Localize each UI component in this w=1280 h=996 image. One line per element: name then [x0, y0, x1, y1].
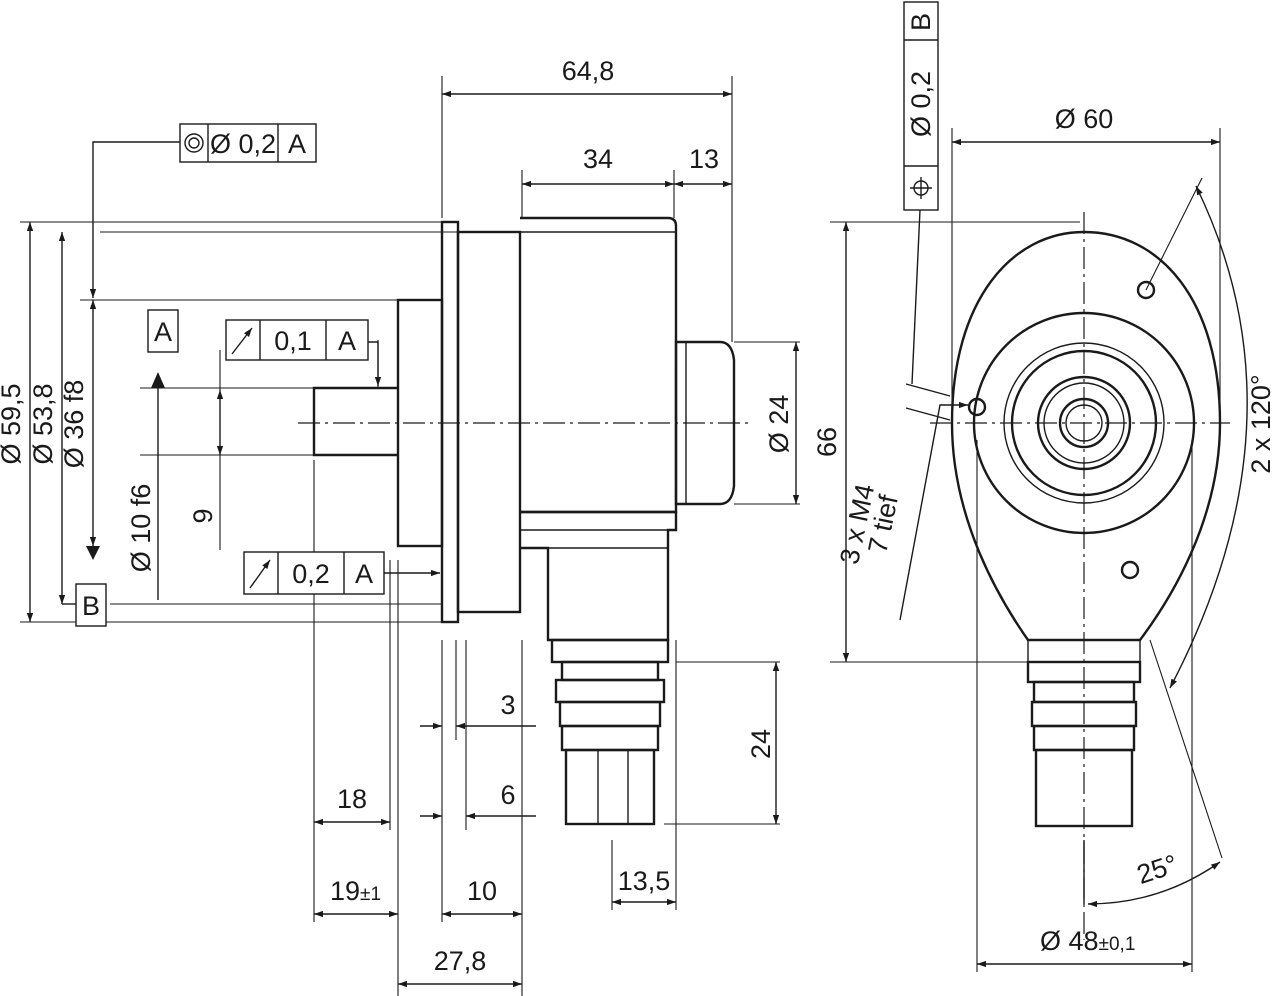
- front-bore-ring-circle: [1043, 382, 1125, 464]
- dim-shaft-length-tol: 19±1: [330, 876, 381, 906]
- datum-b-triangle: [86, 546, 100, 560]
- bolt-hole-icon: [1120, 560, 1140, 580]
- tolerance-frame-runout-face: 0,2 A: [243, 551, 385, 595]
- front-spigot-circle: [1003, 342, 1165, 504]
- dim-angle-pitch: 2 x 120°: [1246, 374, 1276, 473]
- dim-body-diameter: Ø 53,8: [28, 383, 58, 464]
- connector-housing-outline: [520, 510, 678, 642]
- front-shaft-circle: [1058, 397, 1110, 449]
- side-dimension-texts: 64,8 34 13 Ø 59,5 Ø 53,8 Ø 36 f8 Ø 10 f6…: [0, 56, 794, 976]
- side-extension-lines: [20, 76, 800, 996]
- flange-body-section: [456, 230, 522, 614]
- dim-rear-cap-diameter: Ø 24: [764, 395, 794, 454]
- datum-b: B: [75, 546, 107, 627]
- front-shaft-inner-circle: [1065, 404, 1103, 442]
- front-dimension-texts: Ø 60 66 3 x M4 7 tief 2 x 120° 25° Ø 48±…: [812, 104, 1276, 956]
- dim-front-length: 27,8: [434, 946, 487, 976]
- dim-flange-diameter: Ø 59,5: [0, 383, 26, 464]
- runout-shaft-datum: A: [338, 326, 356, 356]
- concentricity-datum: A: [288, 129, 306, 159]
- concentricity-icon: [184, 133, 204, 153]
- datum-a-triangle: [151, 372, 165, 388]
- position-icon: [910, 177, 932, 199]
- datum-b-label: B: [82, 591, 100, 621]
- runout-shaft-value: 0,1: [274, 326, 312, 356]
- dim-outer-diameter: Ø 60: [1055, 104, 1114, 134]
- runout-icon: [249, 559, 271, 589]
- dim-connector-height: 24: [746, 729, 776, 759]
- dim-overall-length: 64,8: [562, 56, 615, 86]
- dim-shaft-length: 18: [337, 784, 367, 814]
- dim-shaft-diameter: Ø 10 f6: [126, 484, 156, 573]
- datum-a: A: [147, 309, 179, 388]
- runout-face-value: 0,2: [292, 559, 330, 589]
- position-tolerance-value: Ø 0,2: [906, 71, 936, 137]
- runout-face-datum: A: [355, 559, 373, 589]
- shaft-outline: [312, 386, 398, 457]
- concentricity-value: Ø 0,2: [210, 129, 276, 159]
- main-body-outline: [520, 216, 678, 514]
- tolerance-frame-runout-shaft: 0,1 A: [225, 319, 369, 361]
- dim-angle-offset: 25°: [1133, 849, 1181, 890]
- dim-front-height: 66: [812, 427, 842, 457]
- front-connector: [1026, 640, 1142, 828]
- rear-cap-outline: [674, 340, 736, 506]
- dim-shaft-flat: 9: [188, 508, 218, 523]
- bolt-hole-icon: [1136, 280, 1156, 300]
- side-view: 64,8 34 13 Ø 59,5 Ø 53,8 Ø 36 f8 Ø 10 f6…: [0, 56, 800, 996]
- bolt-hole-icon: [967, 397, 987, 417]
- front-bore-outer-circle: [1036, 375, 1132, 471]
- side-dimension-lines: [26, 90, 800, 988]
- front-view: Ø 60 66 3 x M4 7 tief 2 x 120° 25° Ø 48±…: [812, 1, 1276, 972]
- dim-rear-length: 13: [689, 144, 719, 174]
- dim-body-length: 34: [583, 144, 613, 174]
- dim-spigot-depth: 6: [500, 780, 515, 810]
- tolerance-frame-concentricity: Ø 0,2 A: [179, 123, 317, 163]
- front-spigot-inner-circle: [1010, 349, 1158, 497]
- dim-spigot-diameter: Ø 36 f8: [59, 380, 89, 469]
- runout-icon: [231, 327, 253, 355]
- front-dimension-lines: [842, 138, 1248, 968]
- position-tolerance-datum: B: [906, 13, 936, 31]
- tolerance-frame-position: Ø 0,2 B: [903, 1, 939, 211]
- front-flange-outline: [950, 230, 1222, 642]
- dim-flange-thickness: 3: [500, 690, 515, 720]
- dim-bolt-circle: Ø 48±0,1: [1040, 926, 1135, 956]
- dim-step-length: 10: [467, 876, 497, 906]
- flange-outline: [440, 220, 460, 624]
- dim-connector-width: 13,5: [618, 866, 671, 896]
- datum-a-label: A: [154, 317, 172, 347]
- connector-threads: [550, 638, 670, 826]
